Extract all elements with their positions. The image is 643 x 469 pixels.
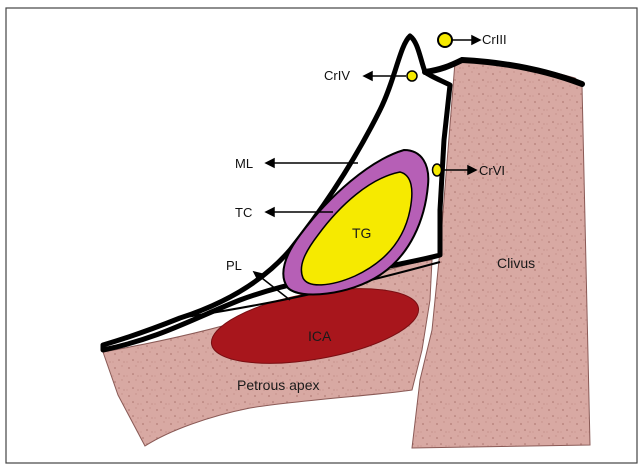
label-petrous-apex: Petrous apex (237, 377, 320, 393)
crvi-nerve (433, 164, 442, 176)
criii-nerve (438, 33, 452, 47)
label-clivus: Clivus (497, 255, 535, 271)
label-criv: CrIV (324, 68, 350, 83)
label-crvi: CrVI (479, 163, 505, 178)
label-ml: ML (235, 156, 253, 171)
label-tc: TC (235, 205, 252, 220)
criv-nerve (407, 71, 417, 81)
label-ica: ICA (308, 328, 332, 344)
label-criii: CrIII (482, 32, 507, 47)
label-pl: PL (226, 258, 242, 273)
label-tg: TG (352, 225, 371, 241)
